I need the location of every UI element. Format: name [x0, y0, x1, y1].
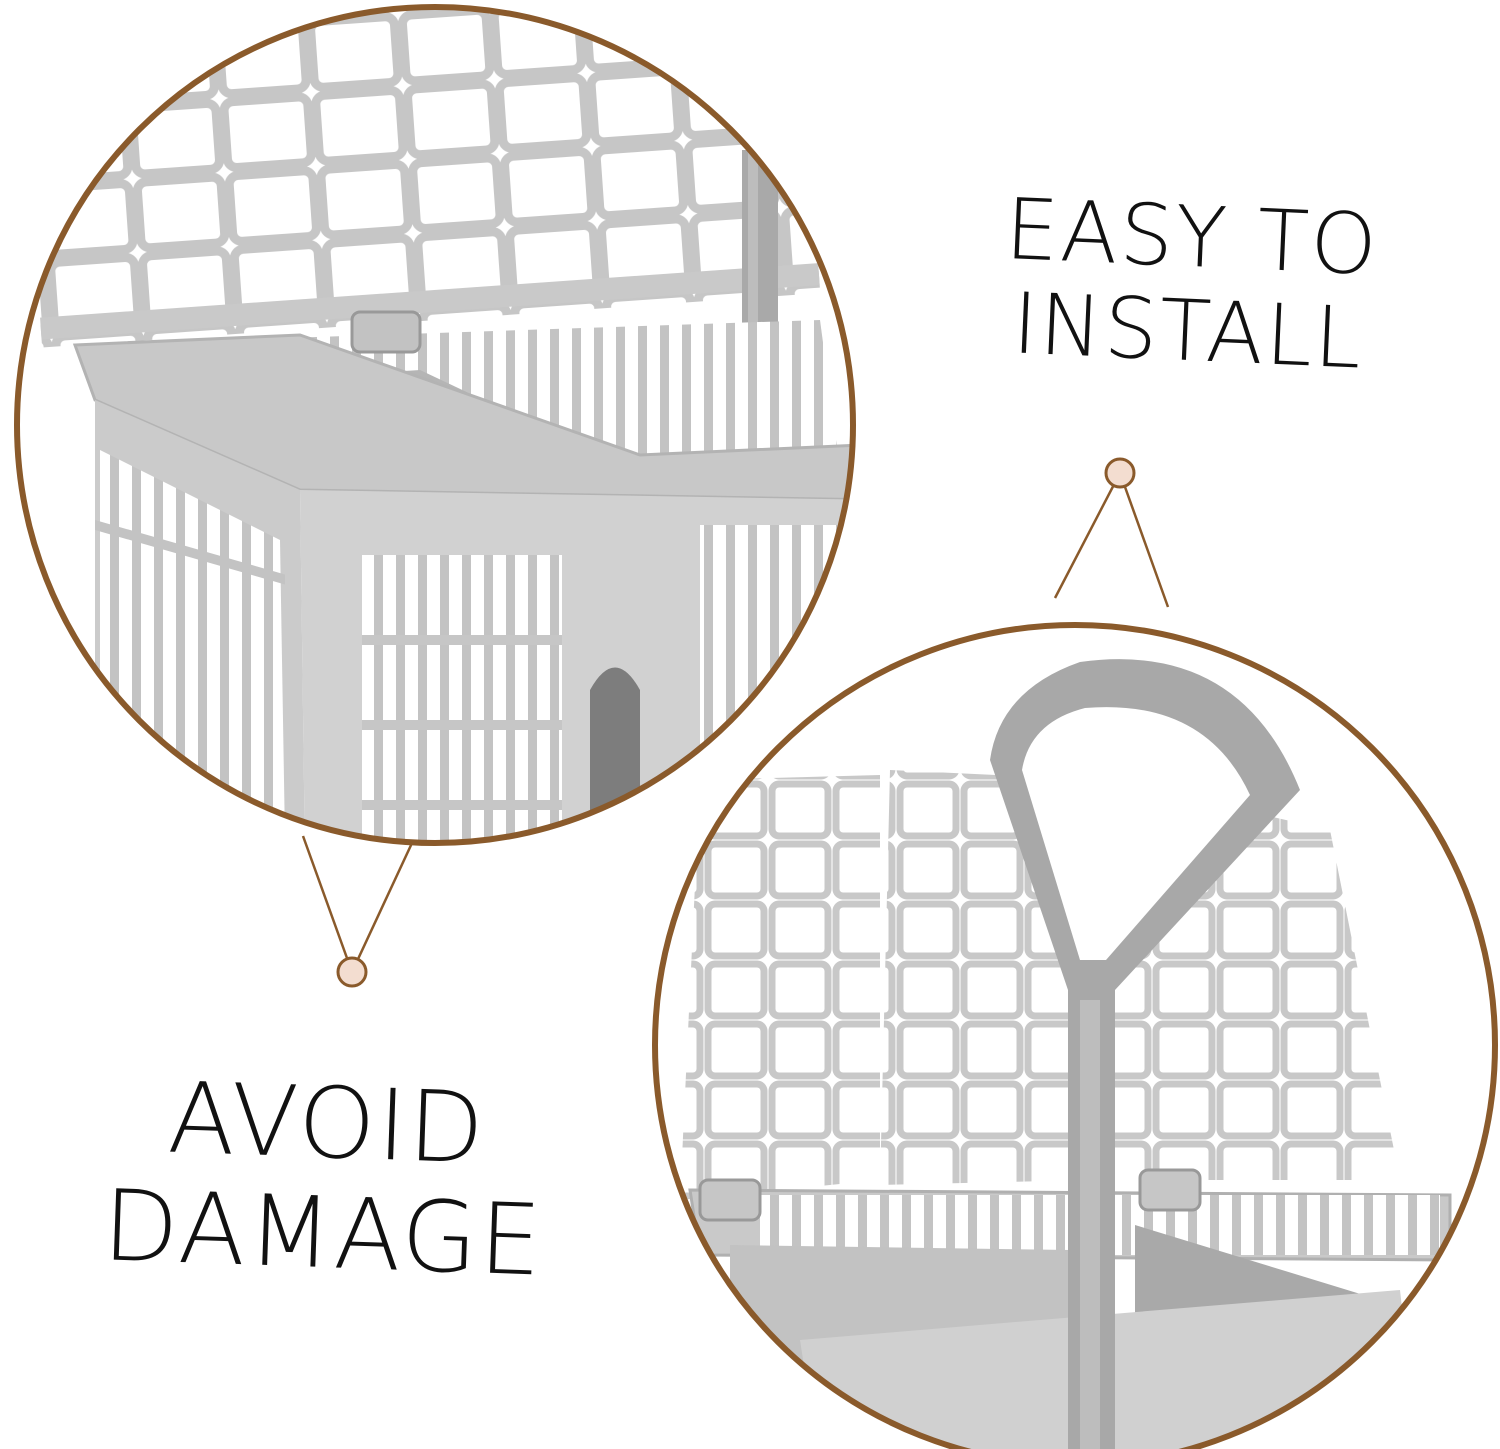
top-circle-frame	[14, 4, 856, 846]
hinge	[350, 310, 422, 354]
caption-easy-line2: INSTALL	[1010, 274, 1366, 388]
basket-handle-closeup	[655, 625, 1495, 1449]
hinge-right	[1138, 1168, 1202, 1212]
basket-lid-closeup	[17, 7, 853, 843]
caption-avoid-line2: DAMAGE	[100, 1169, 546, 1299]
caption-avoid-damage: AVOID DAMAGE	[86, 1061, 563, 1299]
caption-avoid-line1: AVOID	[166, 1061, 488, 1187]
grid-lid	[18, 7, 821, 348]
bottom-circle-frame	[652, 622, 1498, 1449]
connector-dot-bottom	[336, 956, 368, 988]
hinge-left	[698, 1178, 762, 1222]
connector-top	[1053, 457, 1170, 608]
caption-easy-to-install: EASY TO INSTALL	[986, 180, 1394, 388]
connector-bottom	[301, 835, 414, 988]
connector-dot-top	[1104, 457, 1136, 489]
y-handle	[990, 659, 1300, 1449]
